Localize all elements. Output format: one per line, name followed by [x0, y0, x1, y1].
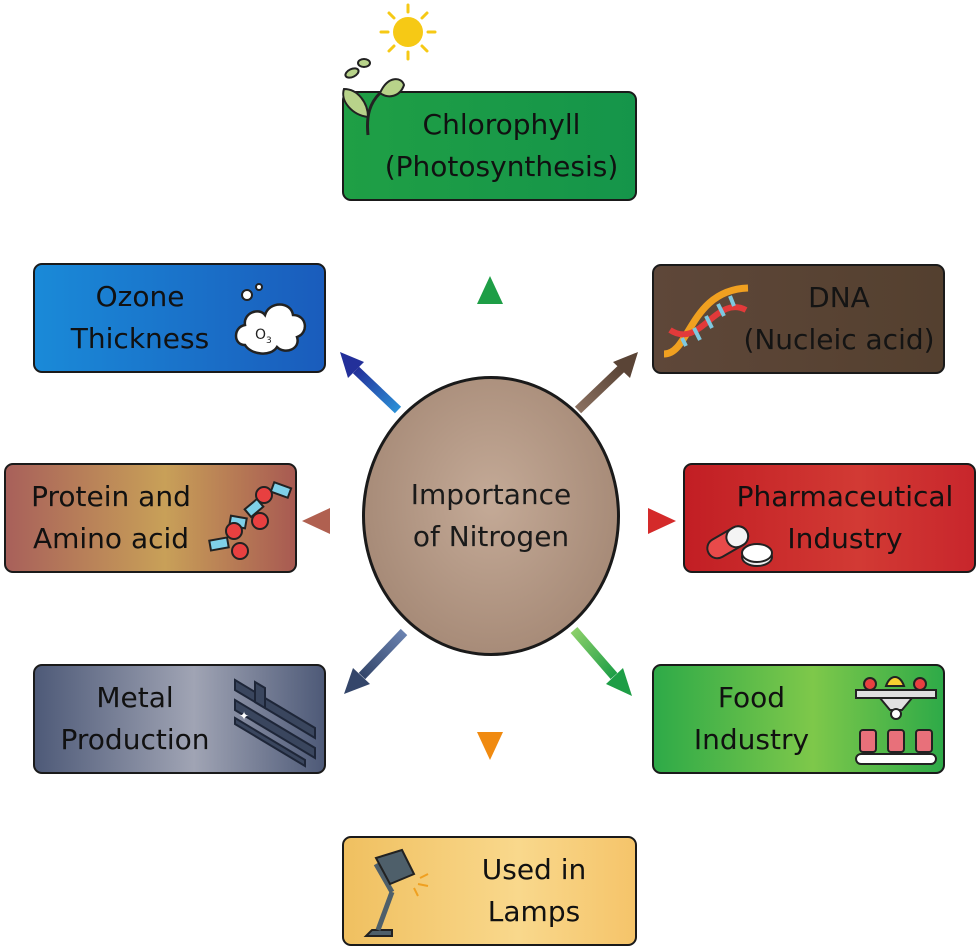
node-metal: Metal Production ✦ [33, 664, 326, 774]
pharma-label-line1: Pharmaceutical [736, 480, 954, 513]
svg-text:✦: ✦ [239, 709, 249, 723]
center-label-line1: Importance [410, 478, 572, 511]
ozone-cloud-icon: O3 [234, 283, 306, 355]
protein-label-line1: Protein and [31, 480, 191, 513]
chlorophyll-label-line2: (Photosynthesis) [384, 150, 619, 183]
center-topic-ellipse: Importance of Nitrogen [362, 376, 620, 656]
food-label-line2: Industry [693, 723, 810, 756]
node-pharmaceutical: Pharmaceutical Industry [683, 463, 976, 573]
arrow-west [302, 508, 360, 534]
arrow-east [620, 508, 676, 534]
chlorophyll-label-line1: Chlorophyll [422, 108, 581, 141]
node-lamps: Used in Lamps [342, 836, 637, 946]
plant-sun-icon [342, 58, 406, 136]
arrow-northwest [340, 352, 402, 414]
ozone-label-line2: Thickness [70, 322, 210, 355]
arrow-southeast [570, 627, 632, 696]
node-protein: Protein and Amino acid [4, 463, 297, 573]
arrow-south [477, 662, 503, 760]
metal-label-line1: Metal [96, 681, 174, 714]
arrow-up [477, 276, 503, 372]
food-label-line1: Food [717, 681, 786, 714]
dna-label-line2: (Nucleic acid) [743, 323, 935, 356]
steel-beams-icon: ✦ [234, 678, 316, 768]
lamps-label-line2: Lamps [487, 895, 581, 928]
amino-chain-icon [208, 480, 293, 560]
center-label-line2: of Nitrogen [412, 520, 570, 553]
node-ozone: Ozone Thickness O3 [33, 263, 326, 373]
desk-lamp-icon [363, 848, 429, 937]
dna-label-line1: DNA [808, 281, 870, 314]
metal-label-line2: Production [60, 723, 210, 756]
dna-helix-icon [663, 284, 749, 358]
food-conveyor-icon [855, 676, 937, 765]
node-chlorophyll: Chlorophyll (Photosynthesis) [342, 91, 637, 201]
lamps-label-line1: Used in [481, 853, 587, 886]
pharma-label-line2: Industry [787, 522, 903, 555]
node-food: Food Industry [652, 664, 945, 774]
protein-label-line2: Amino acid [32, 522, 190, 555]
sun-icon [379, 3, 437, 61]
pill-capsule-icon [706, 525, 773, 567]
node-dna: DNA (Nucleic acid) [652, 264, 945, 374]
arrow-northeast [574, 352, 638, 414]
ozone-label-line1: Ozone [95, 280, 185, 313]
arrow-southwest [344, 628, 408, 694]
